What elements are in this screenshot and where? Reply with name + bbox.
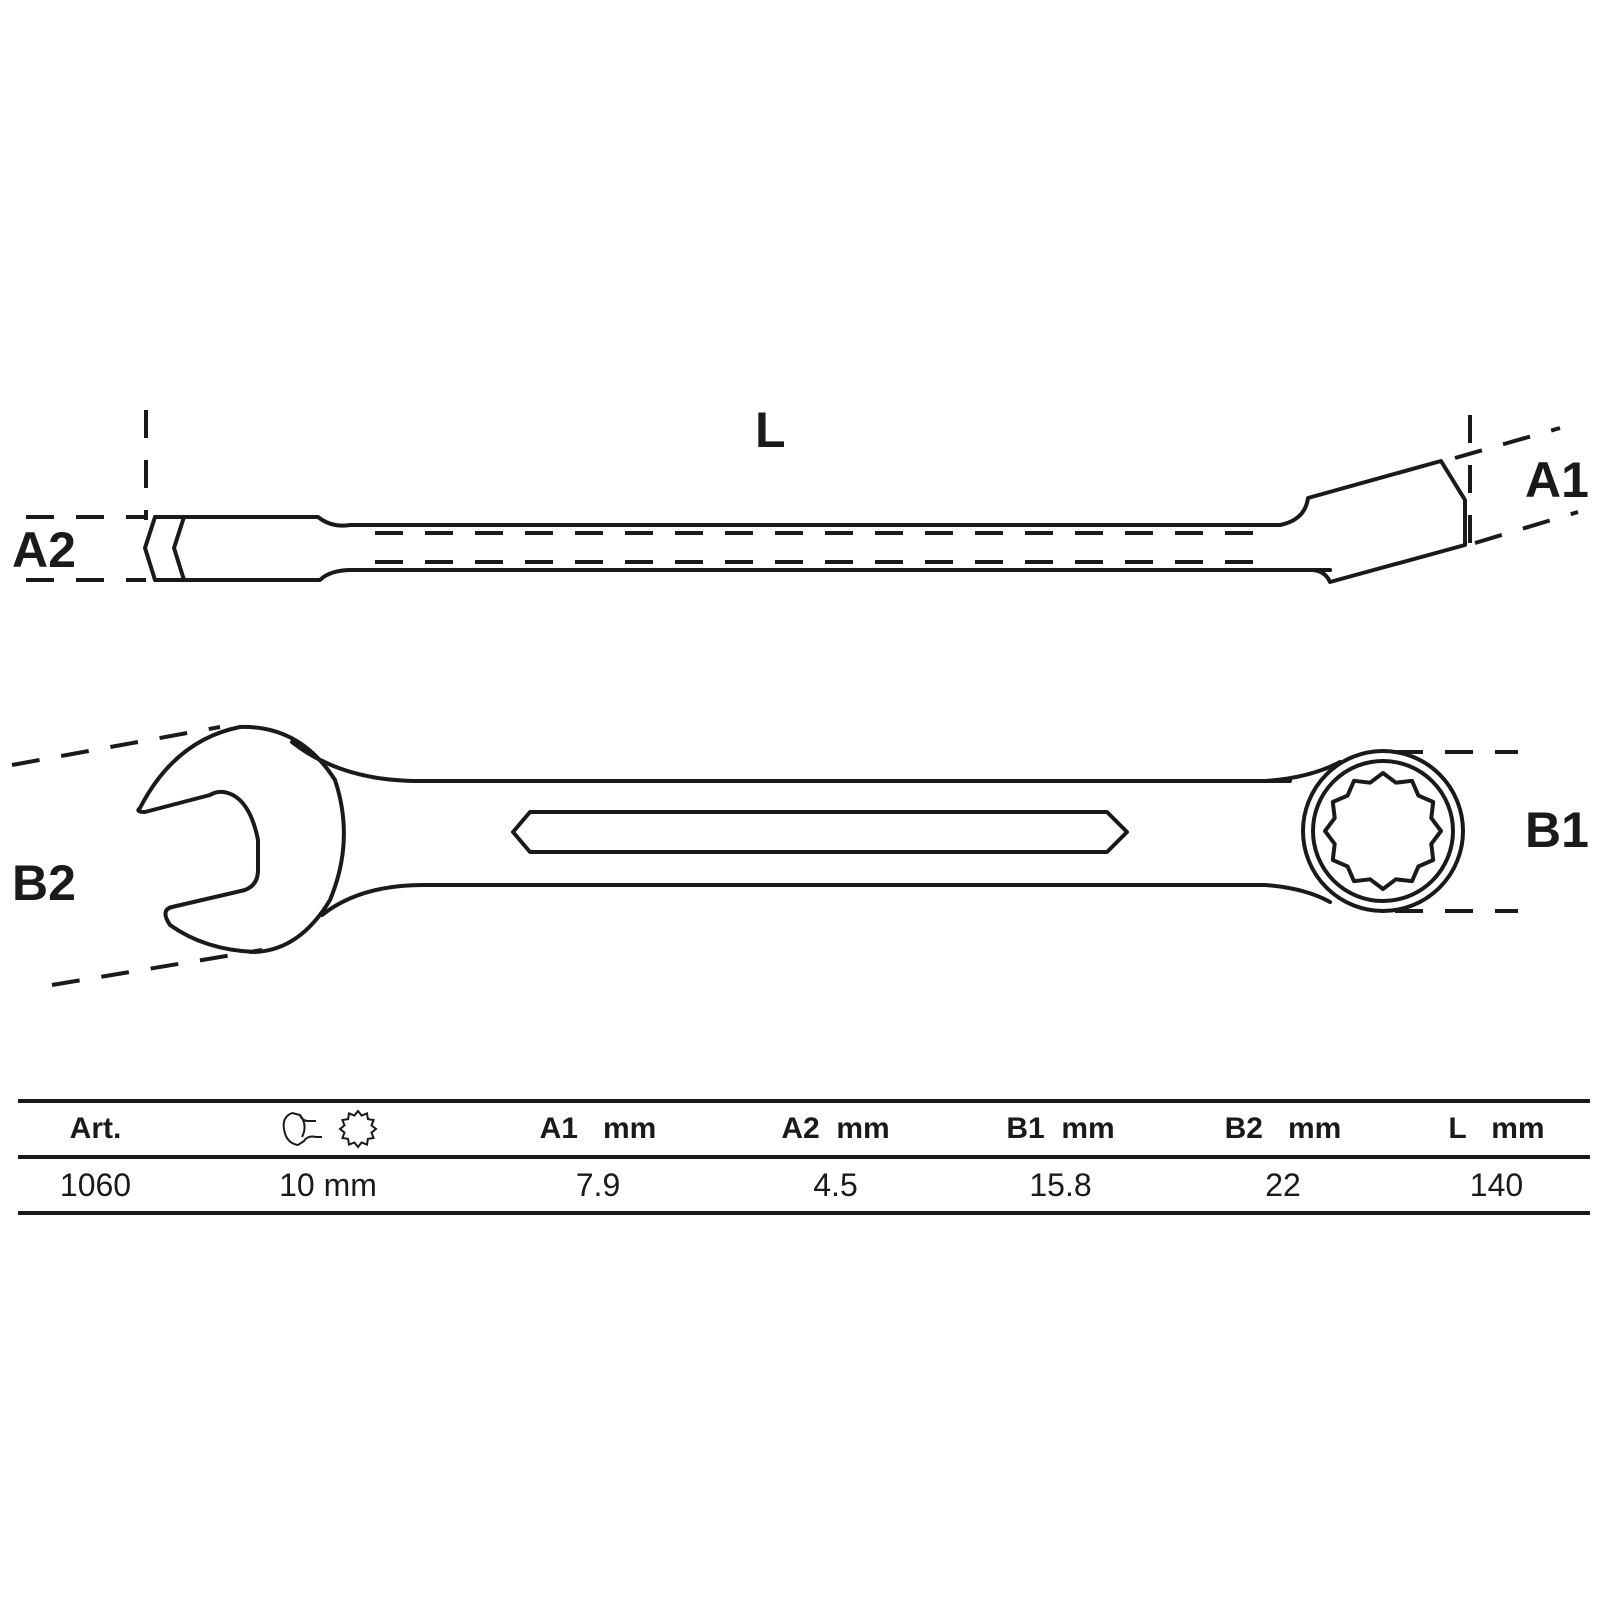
shaft-slot xyxy=(511,810,1129,854)
header-size xyxy=(173,1101,483,1157)
header-a1: A1 mm xyxy=(539,1112,657,1145)
twelve-point-ring-icon xyxy=(338,1109,378,1149)
open-end-neck-bottom xyxy=(320,883,1267,917)
cell-art: 1060 xyxy=(59,1166,132,1203)
cell-a2: 4.5 xyxy=(813,1166,858,1203)
b2-label: B2 xyxy=(12,855,76,911)
cell-b1: 15.8 xyxy=(1029,1166,1092,1203)
side-open-end-top xyxy=(153,515,374,528)
twelve-point-socket xyxy=(1323,771,1443,891)
header-b1: B1 mm xyxy=(1006,1112,1115,1145)
a1-label: A1 xyxy=(1525,452,1589,508)
header-b2: B2 mm xyxy=(1224,1112,1342,1145)
ring-outer-circle xyxy=(1301,749,1465,913)
ring-end-neck-bottom xyxy=(1263,883,1332,904)
cell-l: 140 xyxy=(1469,1166,1524,1203)
side-ring-end-outline xyxy=(1278,459,1467,584)
open-end-head xyxy=(136,724,346,954)
side-open-end-outline xyxy=(143,515,374,582)
open-end-wrench-icon xyxy=(282,1109,378,1149)
cell-a1: 7.9 xyxy=(575,1166,621,1203)
a2-label: A2 xyxy=(12,522,76,578)
b2-dim-bottom-line xyxy=(51,948,263,987)
a1-dim-top-line xyxy=(1454,426,1561,460)
b1-label: B1 xyxy=(1525,802,1589,858)
open-end-neck-top xyxy=(290,740,1292,783)
length-label: L xyxy=(755,402,786,458)
header-art: Art. xyxy=(69,1112,122,1145)
header-l: L mm xyxy=(1448,1112,1545,1145)
ring-end-neck-top xyxy=(1263,760,1342,783)
side-open-end-bevel xyxy=(172,515,186,582)
a1-dim-bottom-line xyxy=(1474,510,1579,545)
cell-b2: 22 xyxy=(1265,1166,1301,1203)
table-header-row: Art. A1 mm A2 mm B1 mm B2 mm L mm xyxy=(18,1101,1590,1157)
cell-size: 10 mm xyxy=(279,1166,377,1203)
b2-dim-top-line xyxy=(11,725,221,767)
top-view xyxy=(11,724,1518,987)
header-a2: A2 mm xyxy=(781,1112,890,1145)
side-view xyxy=(26,410,1579,584)
ring-inner-circle xyxy=(1311,759,1455,903)
table-row: 1060 10 mm 7.9 4.5 15.8 22 140 xyxy=(18,1157,1590,1213)
specification-table: Art. A1 mm A2 mm B1 mm B2 mm L mm 1060 1… xyxy=(18,1099,1590,1215)
